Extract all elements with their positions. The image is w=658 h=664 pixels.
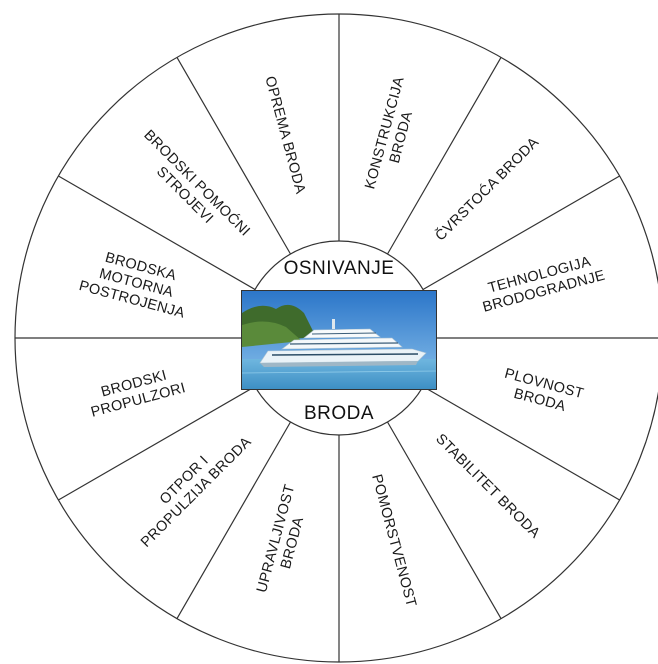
hub-bottom-label: BRODA xyxy=(304,403,374,424)
hub-top-label: OSNIVANJE xyxy=(284,258,395,279)
spoke-line xyxy=(176,57,292,255)
spoke-line xyxy=(386,57,502,255)
spoke-line xyxy=(58,175,256,291)
segment-cvrstoca: ČVRSTOĆA BRODA xyxy=(432,134,543,245)
spoke-line xyxy=(176,421,292,619)
spoke-line xyxy=(422,175,620,291)
spokes xyxy=(15,14,658,662)
segment-pomorstvenost: POMORSTVENOST xyxy=(368,473,419,609)
segment-label-line: PROPULZIJA BRODA xyxy=(138,434,255,551)
spoke-line xyxy=(58,385,256,501)
segment-label-line: BRODSKI POMOĆNI xyxy=(140,126,253,239)
segment-label-line: STABILITET BRODA xyxy=(432,431,543,542)
yacht-photo xyxy=(241,290,437,390)
spoke-line xyxy=(386,421,502,619)
spoke-line xyxy=(422,385,620,501)
segment-label-line: POMORSTVENOST xyxy=(368,473,419,609)
yacht-icon xyxy=(242,291,436,389)
outer-ring xyxy=(14,13,658,663)
segment-label-line: ČVRSTOĆA BRODA xyxy=(432,134,543,245)
segment-oprema: OPREMA BRODA xyxy=(261,75,308,196)
segment-stabilitet: STABILITET BRODA xyxy=(432,431,543,542)
segment-label-line: OPREMA BRODA xyxy=(261,75,308,196)
